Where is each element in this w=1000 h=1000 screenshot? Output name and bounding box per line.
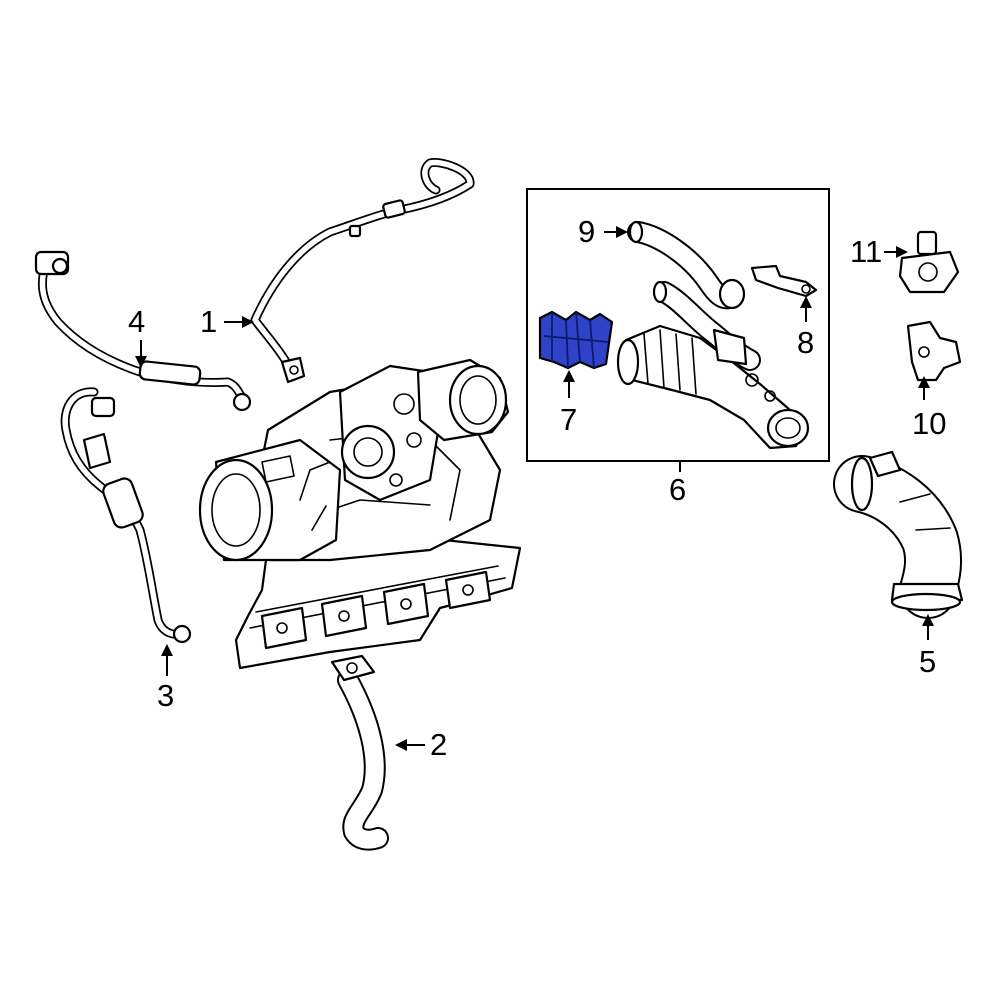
- coolant-return-hose[interactable]: [330, 654, 389, 851]
- callout-11: 11: [850, 234, 882, 269]
- callout-4: 4: [128, 304, 145, 339]
- inlet-duct-body[interactable]: [616, 280, 810, 450]
- callout-2-group: 2: [395, 727, 447, 762]
- callout-3: 3: [157, 678, 174, 713]
- callout-3-group: 3: [157, 644, 174, 713]
- oil-feed-line[interactable]: [34, 250, 252, 412]
- callout-9: 9: [578, 214, 595, 249]
- callout-10: 10: [912, 406, 946, 441]
- callout-8: 8: [797, 325, 814, 360]
- callout-4-group: 4: [128, 304, 147, 368]
- callout-2: 2: [430, 727, 447, 762]
- inlet-hose-body: [538, 310, 614, 370]
- bypass-valve[interactable]: [898, 230, 960, 294]
- callout-1-group: 1: [200, 304, 254, 339]
- callout-5-group: 5: [919, 614, 936, 679]
- inlet-duct-assembly-box: [526, 188, 830, 472]
- mounting-bracket[interactable]: [750, 264, 818, 298]
- intake-elbow-hose[interactable]: [833, 450, 964, 619]
- callout-10-group: 10: [912, 376, 946, 441]
- callout-1: 1: [200, 304, 217, 339]
- turbocharger-assembly: [198, 358, 522, 670]
- callout-11-group: 11: [850, 234, 908, 269]
- callout-8-group: 8: [797, 296, 814, 360]
- coolant-supply-line[interactable]: [250, 157, 475, 384]
- callout-5: 5: [919, 644, 936, 679]
- oil-return-line[interactable]: [60, 387, 192, 644]
- pressure-sensor[interactable]: [906, 320, 962, 382]
- inlet-hose-highlighted[interactable]: [538, 310, 614, 370]
- callout-6: 6: [669, 472, 686, 507]
- vent-hose[interactable]: [627, 220, 746, 310]
- callout-7: 7: [560, 402, 577, 437]
- callout-9-group: 9: [578, 214, 628, 249]
- callout-7-group: 7: [560, 370, 577, 437]
